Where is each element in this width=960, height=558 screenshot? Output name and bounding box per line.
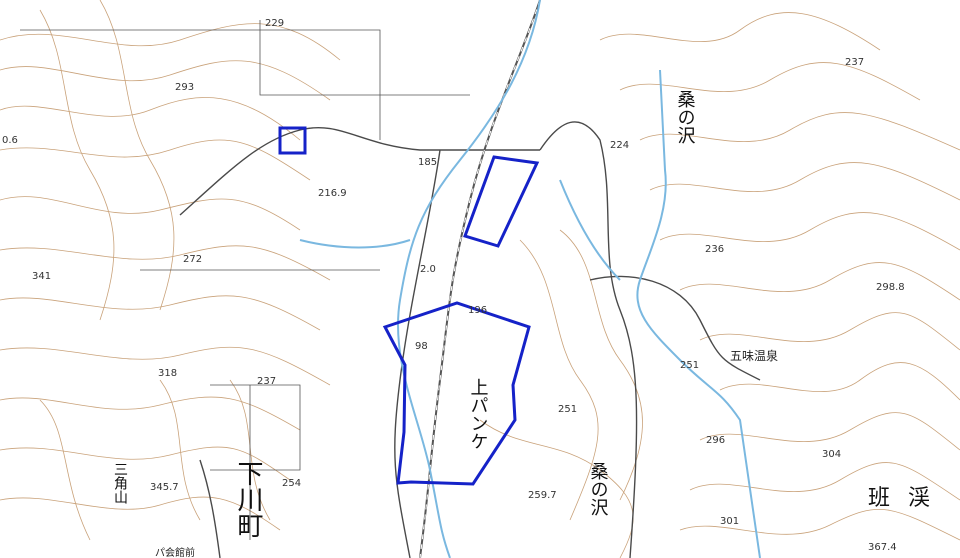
label-hankei: 班渓 [868, 486, 948, 511]
svg-text:259.7: 259.7 [528, 490, 557, 501]
highlight-areas [278, 126, 540, 486]
svg-text:296: 296 [706, 435, 725, 446]
svg-text:345.7: 345.7 [150, 482, 179, 493]
svg-text:236: 236 [705, 244, 724, 255]
svg-text:98: 98 [415, 341, 428, 352]
boundary-lines [20, 20, 470, 540]
svg-text:301: 301 [720, 516, 739, 527]
highlight-north-strip [463, 155, 540, 248]
highlight-kami-panke-area [382, 301, 531, 486]
label-kuwanosawa-north: 桑の沢 [675, 90, 696, 144]
svg-text:272: 272 [183, 254, 202, 265]
label-gomi-onsen: 五味温泉 [730, 349, 778, 363]
svg-text:341: 341 [32, 271, 51, 282]
label-kami-panke: 上パンケ [468, 378, 489, 450]
label-shimokawa-cho: 下川町 [233, 460, 263, 538]
svg-text:185: 185 [418, 157, 437, 168]
svg-text:237: 237 [845, 57, 864, 68]
svg-text:367.4: 367.4 [868, 542, 897, 553]
svg-text:2.0: 2.0 [420, 264, 436, 275]
svg-text:237: 237 [257, 376, 276, 387]
label-station-partial: パ会館前 [155, 546, 195, 558]
svg-text:229: 229 [265, 18, 284, 29]
svg-text:254: 254 [282, 478, 301, 489]
label-sankakuyama: 三角山 [112, 462, 128, 504]
svg-text:196: 196 [468, 305, 487, 316]
svg-text:0.6: 0.6 [2, 135, 18, 146]
svg-text:251: 251 [680, 360, 699, 371]
svg-text:251: 251 [558, 404, 577, 415]
svg-text:304: 304 [822, 449, 841, 460]
svg-text:298.8: 298.8 [876, 282, 905, 293]
svg-text:293: 293 [175, 82, 194, 93]
rivers [299, 0, 761, 558]
svg-text:224: 224 [610, 140, 629, 151]
label-kuwanosawa-south: 桑の沢 [588, 462, 609, 516]
svg-text:318: 318 [158, 368, 177, 379]
svg-text:216.9: 216.9 [318, 188, 347, 199]
roads [179, 121, 761, 558]
place-labels: 桑の沢 桑の沢 上パンケ 五味温泉 三角山 下川町 班渓 パ会館前 [112, 90, 948, 558]
highlight-small-square [278, 126, 307, 155]
elevation-labels: 229 293 216.9 185 224 237 236 298.8 272 … [2, 18, 905, 553]
